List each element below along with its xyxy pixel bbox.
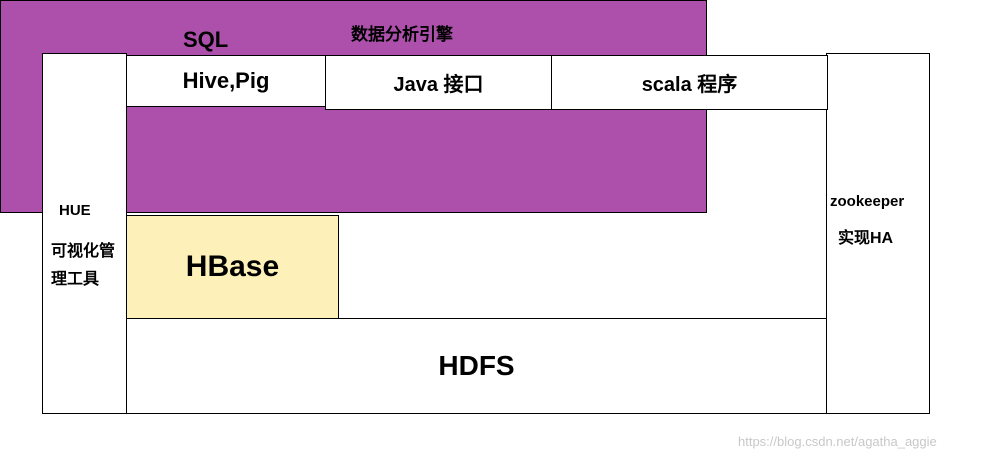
zookeeper-title: zookeeper — [830, 193, 905, 210]
hive-pig-label: Hive,Pig — [182, 68, 270, 93]
engine-label: 数据分析引擎 — [351, 25, 453, 44]
yarn-label: YARN:MR — [420, 222, 559, 255]
hue-description: 可视化管理工具 — [51, 243, 116, 288]
zookeeper-description: 实现HA — [838, 230, 894, 247]
scala-box: scala 程序 — [551, 55, 828, 110]
hdfs-label: HDFS — [438, 350, 515, 381]
hue-panel — [42, 53, 127, 414]
java-api-box: Java 接口 — [325, 55, 552, 110]
hdfs-layer: HDFS — [126, 318, 827, 414]
watermark: https://blog.csdn.net/agatha_aggie — [738, 434, 937, 449]
hue-title: HUE — [59, 202, 91, 219]
hive-pig-box: Hive,Pig — [126, 55, 326, 107]
sql-label: SQL — [183, 27, 229, 52]
java-api-label: Java 接口 — [393, 74, 484, 96]
hbase-box: HBase — [126, 215, 339, 319]
hbase-label: HBase — [185, 250, 280, 283]
scala-label: scala 程序 — [641, 74, 738, 96]
zookeeper-panel — [826, 53, 930, 414]
